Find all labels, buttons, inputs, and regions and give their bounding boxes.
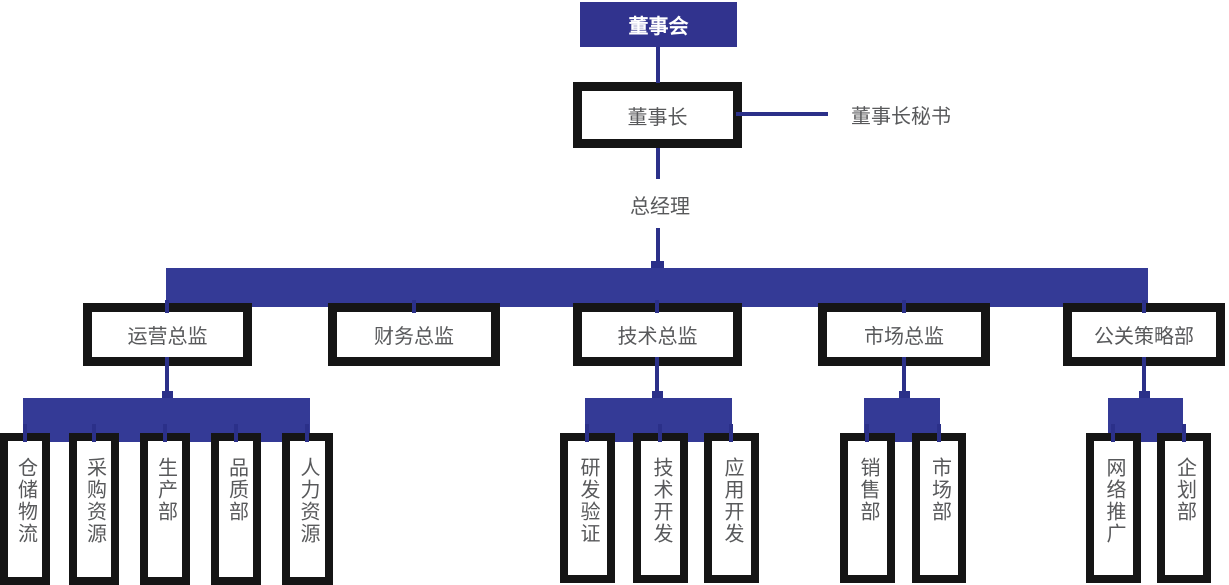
human-resources-tick xyxy=(305,424,309,442)
dept-label: 销售部 xyxy=(857,457,879,523)
technology-children-connector xyxy=(655,357,659,398)
quality-tick xyxy=(234,424,238,442)
dept-label: 技术开发 xyxy=(650,457,672,545)
production-tick xyxy=(163,424,167,442)
dept-box-human-resources: 人力资源 xyxy=(282,433,333,585)
dept-box-sales: 销售部 xyxy=(840,433,895,583)
board-box: 董事会 xyxy=(580,2,737,47)
secretary-label: 董事长秘书 xyxy=(851,106,951,128)
dept-label: 市场部 xyxy=(928,457,951,523)
dept-box-quality: 品质部 xyxy=(211,433,261,585)
dept-label: 品质部 xyxy=(225,457,248,523)
finance-top-tick xyxy=(412,300,416,313)
technology-top-tick xyxy=(655,300,659,313)
dept-box-market: 市场部 xyxy=(912,433,966,583)
dept-label: 人力资源 xyxy=(297,457,319,545)
online-promotion-tick xyxy=(1111,424,1115,442)
dept-label: 生产部 xyxy=(154,457,177,523)
tech-development-tick xyxy=(658,424,662,442)
sales-tick xyxy=(865,424,869,442)
dept-label: 研发验证 xyxy=(577,457,599,545)
chairman-box: 董事长 xyxy=(573,82,742,148)
dept-box-production: 生产部 xyxy=(140,433,190,585)
pr-top-tick xyxy=(1142,300,1146,313)
board-chairman-connector xyxy=(656,47,660,83)
application-development-tick xyxy=(729,424,733,442)
dept-label: 采购资源 xyxy=(83,457,106,545)
dept-box-warehouse-logistics: 仓储物流 xyxy=(0,433,50,585)
dept-box-tech-development: 技术开发 xyxy=(633,433,688,583)
dept-label: 网络推广 xyxy=(1103,457,1125,545)
dept-label: 应用开发 xyxy=(721,457,743,545)
gm-bar-connector xyxy=(656,228,660,262)
gm-bar-connector-notch xyxy=(651,261,664,269)
general-manager-label: 总经理 xyxy=(630,196,690,218)
warehouse-logistics-tick xyxy=(23,424,27,442)
marketing-top-tick xyxy=(902,300,906,313)
chairman-gm-connector xyxy=(656,148,660,179)
operations-top-tick xyxy=(165,300,169,313)
secretary-connector xyxy=(736,112,828,116)
procurement-resources-tick xyxy=(92,424,96,442)
dept-box-rd-validation: 研发验证 xyxy=(560,433,615,583)
rd-validation-tick xyxy=(585,424,589,442)
market-tick xyxy=(937,424,941,442)
dept-box-planning: 企划部 xyxy=(1157,433,1211,583)
dept-box-procurement-resources: 采购资源 xyxy=(69,433,119,585)
dept-label: 企划部 xyxy=(1173,457,1196,523)
marketing-children-connector xyxy=(902,357,906,398)
planning-tick xyxy=(1182,424,1186,442)
dept-box-application-development: 应用开发 xyxy=(704,433,759,583)
dept-label: 仓储物流 xyxy=(14,457,37,545)
director-box-technology: 技术总监 xyxy=(573,303,742,366)
operations-children-connector xyxy=(165,357,169,398)
dept-box-online-promotion: 网络推广 xyxy=(1086,433,1141,583)
pr-children-connector xyxy=(1142,357,1146,398)
